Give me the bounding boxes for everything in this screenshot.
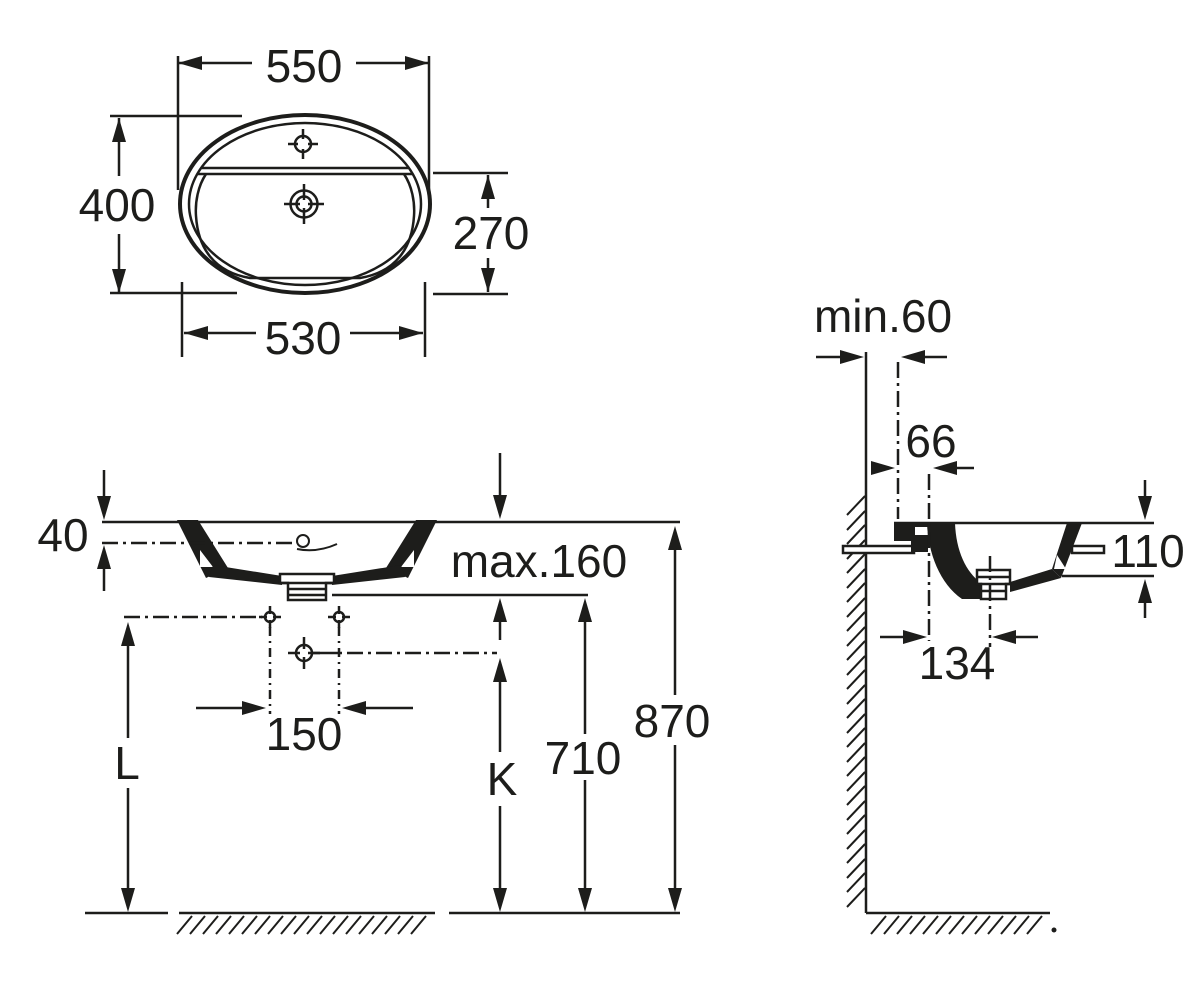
dim-wall-clearance: min.60 [814, 290, 952, 364]
dim-hole-spacing-label: 150 [266, 708, 343, 760]
drain-hole-icon [284, 184, 324, 224]
dim-rim-drop: 40 [37, 470, 111, 591]
back-lip-tab [841, 544, 916, 555]
floor-hatching-front [176, 915, 427, 935]
wall [846, 352, 868, 913]
dim-outlet-height: 710 [545, 598, 622, 912]
dim-l-label: L [114, 737, 140, 789]
dim-rim-height: 870 [634, 526, 711, 912]
front-view: 40 [37, 453, 711, 935]
top-view: 550 400 270 530 [79, 40, 530, 364]
fixing-slot [915, 527, 929, 535]
dim-front-edge-depth: 110 [1062, 480, 1185, 618]
front-lip-tab [1070, 544, 1106, 555]
faucet-hole-icon [288, 129, 318, 159]
basin-outline-top [178, 113, 432, 295]
dim-rim-drop-label: 40 [37, 509, 88, 561]
dim-bowl-depth-label: 270 [453, 207, 530, 259]
dim-k-label: K [487, 753, 518, 805]
side-view: min.60 66 134 110 [814, 290, 1185, 935]
dim-bottom-width-label: 530 [265, 312, 342, 364]
mounting-hole-icon-right [328, 606, 350, 628]
dim-overall-depth-label: 400 [79, 179, 156, 231]
dim-drain-offset-label: 134 [919, 637, 996, 689]
dim-overall-width-label: 550 [266, 40, 343, 92]
floor-hatching-side [870, 915, 1043, 935]
floor-line-side [866, 911, 1057, 935]
dim-outlet-height-label: 710 [545, 732, 622, 784]
dim-max-thickness: max.160 [451, 453, 627, 640]
dim-bottom-width: 530 [180, 282, 427, 364]
dim-hole-spacing: 150 [196, 701, 413, 760]
basin-outline-front [102, 520, 680, 602]
floor-hatch-end-dot [1051, 927, 1057, 933]
basin-outline-side [841, 521, 1106, 601]
dim-l: L [114, 622, 140, 912]
mounting-centerlines [124, 606, 497, 714]
overflow-hole-icon [296, 534, 338, 552]
dim-max-thickness-label: max.160 [451, 535, 627, 587]
wall-hatching [846, 495, 866, 908]
dim-bowl-depth: 270 [433, 171, 530, 296]
dim-rim-height-label: 870 [634, 695, 711, 747]
dim-wall-clearance-label: min.60 [814, 290, 952, 342]
dim-tap-offset-label: 66 [905, 415, 956, 467]
mounting-hole-icon-left [259, 606, 281, 628]
dim-tap-offset: 66 [871, 415, 974, 475]
dim-front-edge-depth-label: 110 [1111, 525, 1184, 577]
dim-k: K [487, 658, 518, 912]
dim-overall-width: 550 [176, 40, 431, 190]
dim-drain-offset: 134 [880, 630, 1038, 689]
floor-line-front [85, 911, 680, 935]
dim-overall-depth: 400 [79, 114, 242, 295]
